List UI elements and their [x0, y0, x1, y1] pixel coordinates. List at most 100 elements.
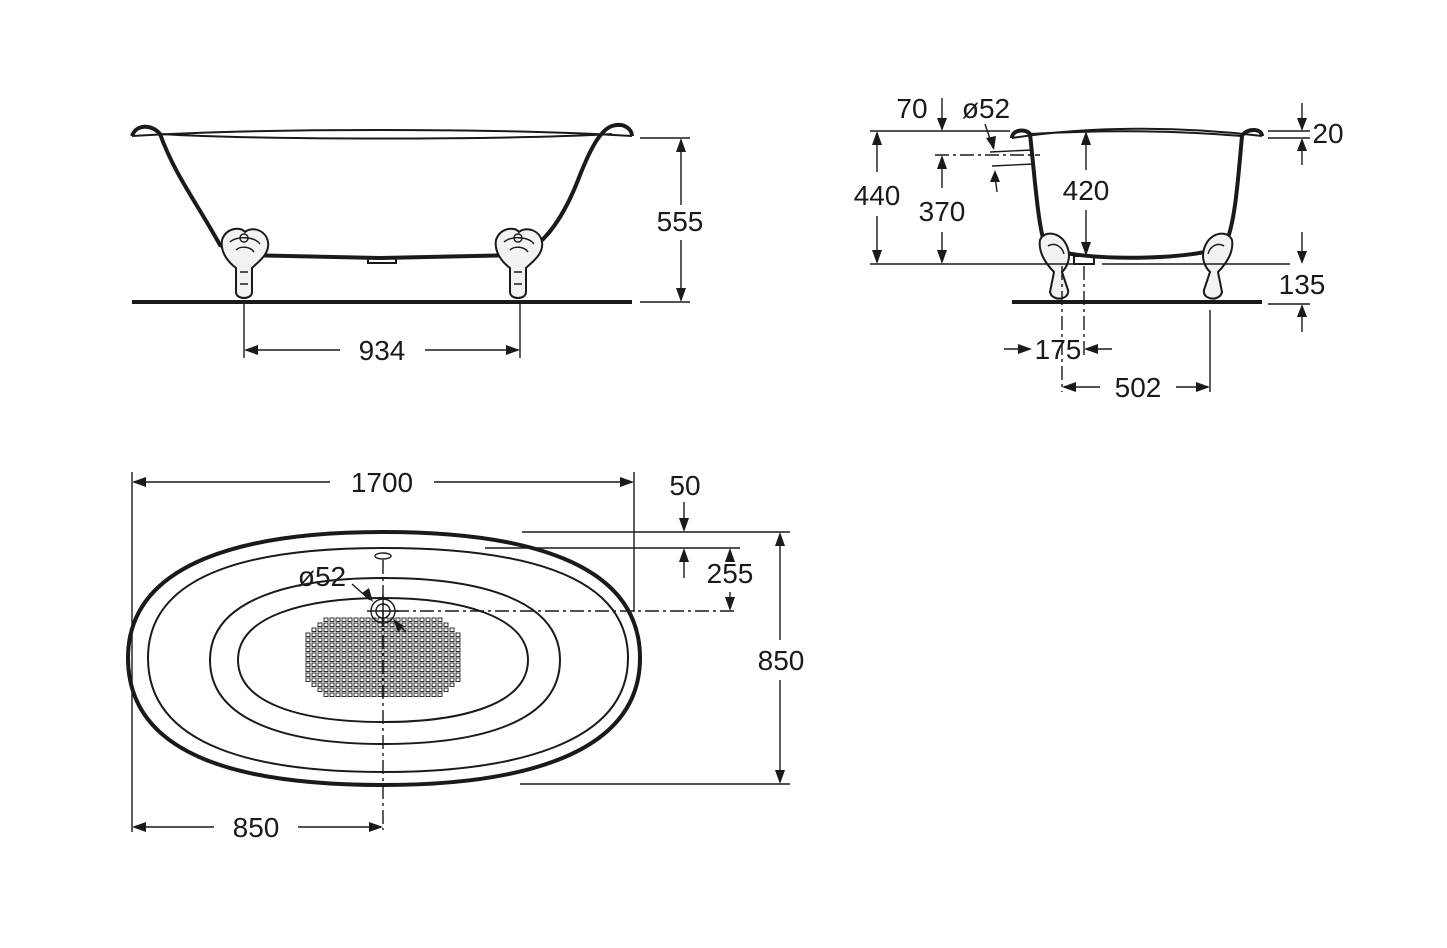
- anti-slip-cell: [383, 687, 389, 692]
- anti-slip-cell: [335, 657, 341, 662]
- side-view-feet-spacing-dimension: 934: [243, 300, 521, 366]
- anti-slip-cell: [413, 627, 419, 632]
- anti-slip-cell: [323, 647, 329, 652]
- anti-slip-cell: [413, 682, 419, 687]
- anti-slip-cell: [323, 667, 329, 672]
- anti-slip-cell: [455, 652, 461, 657]
- anti-slip-cell: [335, 692, 341, 697]
- anti-slip-cell: [395, 657, 401, 662]
- anti-slip-cell: [329, 677, 335, 682]
- anti-slip-cell: [425, 647, 431, 652]
- anti-slip-cell: [425, 682, 431, 687]
- anti-slip-cell: [383, 682, 389, 687]
- anti-slip-cell: [317, 652, 323, 657]
- anti-slip-cell: [329, 667, 335, 672]
- anti-slip-cell: [395, 687, 401, 692]
- anti-slip-cell: [443, 667, 449, 672]
- anti-slip-cell: [455, 647, 461, 652]
- anti-slip-cell: [311, 637, 317, 642]
- anti-slip-cell: [419, 667, 425, 672]
- anti-slip-cell: [371, 687, 377, 692]
- anti-slip-cell: [329, 662, 335, 667]
- anti-slip-cell: [449, 682, 455, 687]
- anti-slip-cell: [431, 617, 437, 622]
- anti-slip-cell: [395, 672, 401, 677]
- anti-slip-cell: [353, 647, 359, 652]
- anti-slip-cell: [353, 627, 359, 632]
- anti-slip-cell: [365, 682, 371, 687]
- anti-slip-cell: [419, 682, 425, 687]
- top-view-anti-slip-pattern: [305, 617, 461, 697]
- top-view: 1700 50 255 850: [125, 467, 804, 843]
- anti-slip-cell: [323, 657, 329, 662]
- end-view-drain-offset-label: 175: [1035, 334, 1082, 365]
- anti-slip-cell: [413, 677, 419, 682]
- anti-slip-cell: [347, 642, 353, 647]
- anti-slip-cell: [341, 617, 347, 622]
- anti-slip-cell: [425, 622, 431, 627]
- anti-slip-cell: [329, 672, 335, 677]
- anti-slip-cell: [389, 662, 395, 667]
- anti-slip-cell: [353, 652, 359, 657]
- anti-slip-cell: [443, 687, 449, 692]
- anti-slip-cell: [407, 687, 413, 692]
- anti-slip-cell: [323, 652, 329, 657]
- anti-slip-cell: [311, 662, 317, 667]
- anti-slip-cell: [335, 637, 341, 642]
- anti-slip-cell: [383, 662, 389, 667]
- anti-slip-cell: [383, 632, 389, 637]
- anti-slip-cell: [353, 682, 359, 687]
- side-view-left-claw-foot: [220, 227, 270, 299]
- anti-slip-cell: [317, 657, 323, 662]
- anti-slip-cell: [395, 662, 401, 667]
- anti-slip-cell: [449, 662, 455, 667]
- anti-slip-cell: [329, 637, 335, 642]
- end-view-drain: [1073, 255, 1095, 265]
- anti-slip-cell: [317, 647, 323, 652]
- anti-slip-cell: [431, 672, 437, 677]
- end-view-drain-offset-dimension: 175: [1004, 266, 1112, 392]
- anti-slip-cell: [347, 687, 353, 692]
- anti-slip-cell: [347, 657, 353, 662]
- anti-slip-cell: [413, 687, 419, 692]
- anti-slip-cell: [431, 622, 437, 627]
- anti-slip-cell: [317, 662, 323, 667]
- end-view-rim-thickness-label: 20: [1312, 118, 1343, 149]
- anti-slip-cell: [443, 622, 449, 627]
- anti-slip-cell: [449, 642, 455, 647]
- anti-slip-cell: [323, 687, 329, 692]
- end-view-inner-depth-dimension: 420: [1063, 131, 1109, 256]
- anti-slip-cell: [329, 647, 335, 652]
- anti-slip-cell: [425, 692, 431, 697]
- top-view-width-dimension: 850: [520, 532, 804, 785]
- end-view-overflow-diameter-dimension: ø52: [962, 93, 1010, 193]
- anti-slip-cell: [401, 652, 407, 657]
- anti-slip-cell: [401, 617, 407, 622]
- anti-slip-cell: [407, 617, 413, 622]
- anti-slip-cell: [329, 627, 335, 632]
- anti-slip-cell: [395, 637, 401, 642]
- anti-slip-cell: [395, 642, 401, 647]
- anti-slip-cell: [413, 642, 419, 647]
- anti-slip-cell: [335, 682, 341, 687]
- anti-slip-cell: [341, 622, 347, 627]
- anti-slip-cell: [371, 637, 377, 642]
- anti-slip-cell: [449, 647, 455, 652]
- anti-slip-cell: [425, 657, 431, 662]
- anti-slip-cell: [353, 672, 359, 677]
- anti-slip-cell: [443, 632, 449, 637]
- anti-slip-cell: [323, 662, 329, 667]
- anti-slip-cell: [389, 677, 395, 682]
- anti-slip-cell: [419, 677, 425, 682]
- anti-slip-cell: [311, 627, 317, 632]
- anti-slip-cell: [383, 692, 389, 697]
- top-view-drain-diameter-dimension: ø52: [298, 561, 407, 633]
- anti-slip-cell: [401, 642, 407, 647]
- anti-slip-cell: [305, 632, 311, 637]
- anti-slip-cell: [407, 632, 413, 637]
- anti-slip-cell: [449, 667, 455, 672]
- anti-slip-cell: [341, 647, 347, 652]
- anti-slip-cell: [311, 642, 317, 647]
- anti-slip-cell: [371, 692, 377, 697]
- anti-slip-cell: [419, 627, 425, 632]
